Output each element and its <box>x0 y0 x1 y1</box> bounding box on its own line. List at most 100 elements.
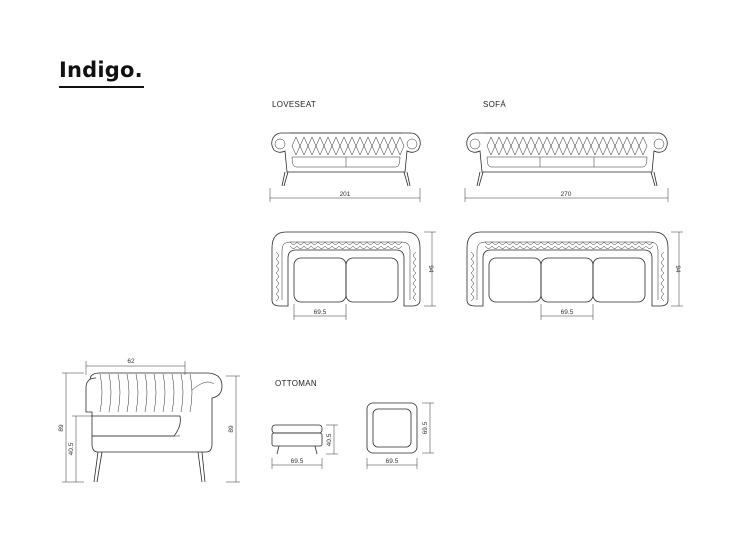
tufting-line <box>359 245 368 249</box>
tufting-line <box>589 241 598 245</box>
tufting-line <box>413 293 417 302</box>
tufting-line <box>303 241 312 245</box>
tufting-line <box>661 286 665 295</box>
ottoman-front-height-dimension: 40.5 <box>326 424 338 455</box>
tufting-line <box>617 241 626 245</box>
tufting-line <box>380 241 389 245</box>
tufting-line <box>323 136 333 156</box>
tufting-line <box>324 241 333 245</box>
tufting-line <box>296 241 305 245</box>
loveseat-depth-dimension: 94 <box>424 231 436 307</box>
tufting-line <box>542 136 552 156</box>
brand-underline <box>59 86 144 88</box>
tufting-line <box>413 251 417 260</box>
loveseat-top-view <box>271 231 421 307</box>
tufting-line <box>558 136 568 156</box>
ottoman-top-depth-value: 69.5 <box>422 421 429 434</box>
tufting-line <box>491 241 500 245</box>
armchair-side-height-value: 89 <box>228 425 235 433</box>
tufting-line <box>387 245 396 249</box>
tufting-line <box>366 241 375 245</box>
tufting-line <box>533 245 542 249</box>
tufting-line <box>355 136 365 156</box>
tufting-line <box>622 136 632 156</box>
tufting-line <box>380 245 389 249</box>
tufting-line <box>519 245 528 249</box>
tufting-line <box>275 265 279 274</box>
armchair-seat-height-dimension: 40.5 <box>68 415 92 482</box>
tufting-line <box>502 136 512 156</box>
tufting-line <box>533 241 542 245</box>
tufting-line <box>631 241 640 245</box>
tufting-line <box>526 245 535 249</box>
tufting-line <box>470 251 474 260</box>
tufting-line <box>99 373 103 413</box>
tufting-line <box>518 136 528 156</box>
tufting-line <box>631 245 640 249</box>
tufting-line <box>606 136 616 156</box>
brand-logo: Indigo. <box>59 58 143 82</box>
loveseat-width-dimension: 201 <box>269 188 421 202</box>
tufting-line <box>171 373 175 413</box>
armchair-height-dimension: 89 <box>58 372 84 483</box>
tufting-line <box>554 245 563 249</box>
sofa-front-view <box>466 132 668 187</box>
tufting-line <box>645 241 654 245</box>
loveseat-seat-value: 69.5 <box>314 309 327 316</box>
sofa-depth-value: 94 <box>674 265 681 273</box>
tufting-line <box>363 136 373 156</box>
tufting-line <box>638 245 647 249</box>
tufting-line <box>568 245 577 249</box>
tufting-line <box>162 373 166 413</box>
tufting-line <box>661 251 665 260</box>
tufting-line <box>617 245 626 249</box>
tufting-line <box>310 245 319 249</box>
ottoman-front-width-value: 69.5 <box>291 458 304 465</box>
tufting-line <box>338 241 347 245</box>
tufting-line <box>582 136 592 156</box>
sofa-width-value: 270 <box>561 191 572 198</box>
tufting-line <box>413 286 417 295</box>
tufting-line <box>394 245 403 249</box>
loveseat-width-value: 201 <box>340 191 351 198</box>
tufting-line <box>575 241 584 245</box>
tufting-line <box>394 241 403 245</box>
tufting-line <box>153 373 157 413</box>
tufting-line <box>512 245 521 249</box>
tufting-line <box>291 136 301 156</box>
tufting-line <box>534 136 544 156</box>
tufting-line <box>275 279 279 288</box>
tufting-line <box>317 245 326 249</box>
tufting-line <box>540 241 549 245</box>
loveseat-depth-value: 94 <box>427 265 434 273</box>
tufting-line <box>661 265 665 274</box>
tufting-line <box>526 241 535 245</box>
tufting-line <box>610 241 619 245</box>
tufting-line <box>144 373 148 413</box>
ottoman-top-view <box>366 402 418 454</box>
tufting-line <box>299 136 309 156</box>
tufting-line <box>347 136 357 156</box>
ottoman-top-width-value: 69.5 <box>386 458 399 465</box>
tufting-line <box>470 286 474 295</box>
tufting-line <box>582 245 591 249</box>
tufting-line <box>470 293 474 302</box>
tufting-line <box>589 245 598 249</box>
tufting-line <box>547 241 556 245</box>
ottoman-front-view <box>271 424 323 455</box>
tufting-line <box>289 241 298 245</box>
tufting-line <box>331 245 340 249</box>
sofa-seat-value: 69.5 <box>561 309 574 316</box>
ottoman-top-depth-dimension: 69.5 <box>422 402 434 454</box>
tufting-line <box>661 293 665 302</box>
tufting-line <box>614 136 624 156</box>
tufting-line <box>135 373 139 413</box>
tufting-line <box>596 245 605 249</box>
tufting-line <box>303 245 312 249</box>
tufting-line <box>624 241 633 245</box>
sofa-top-view <box>466 231 669 307</box>
tufting-line <box>510 136 520 156</box>
tufting-line <box>575 245 584 249</box>
loveseat-label: LOVESEAT <box>272 100 317 109</box>
